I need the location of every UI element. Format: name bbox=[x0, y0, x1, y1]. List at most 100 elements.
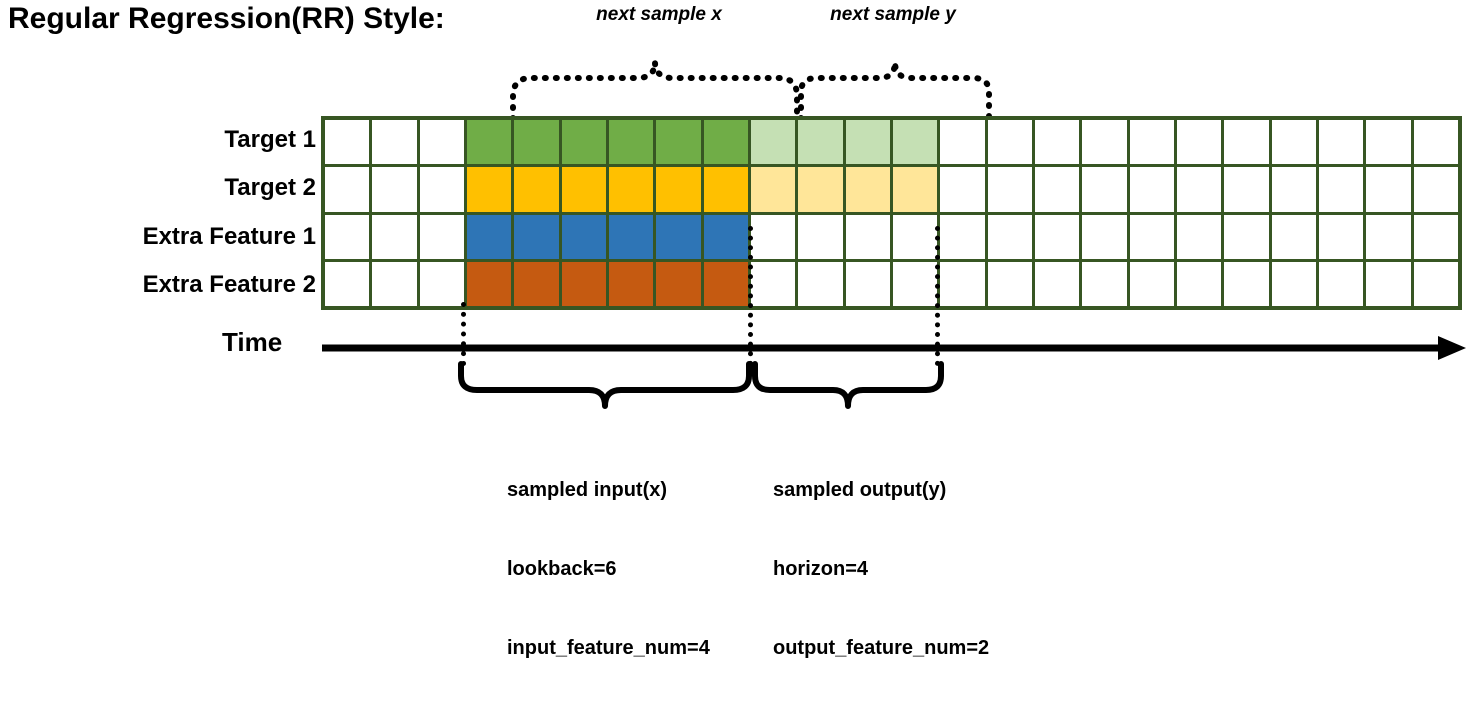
grid-cell-r4-c20 bbox=[1224, 261, 1269, 306]
caption-sampled-output: sampled output(y) horizon=4 output_featu… bbox=[773, 424, 989, 714]
row-label-target-2: Target 2 bbox=[224, 174, 316, 201]
grid-cell-r4-c15 bbox=[987, 261, 1032, 306]
grid-cell-r4-c22 bbox=[1318, 261, 1364, 306]
grid-cell-r2-c11 bbox=[798, 167, 843, 212]
grid-cell-r2-c2 bbox=[372, 167, 417, 212]
row-label-extra-feature-1: Extra Feature 1 bbox=[142, 223, 316, 250]
grid-cell-r3-c23 bbox=[1366, 214, 1411, 259]
grid-cell-r4-c4 bbox=[466, 261, 512, 306]
dotted-brace-next-sample-y bbox=[798, 61, 992, 122]
annotation-next-sample-x: next sample x bbox=[596, 4, 722, 25]
grid-cell-r2-c3 bbox=[419, 167, 464, 212]
grid-cell-r1-c8 bbox=[656, 120, 701, 165]
dotted-guide-horizon-end bbox=[935, 226, 940, 366]
grid-cell-r1-c18 bbox=[1129, 120, 1174, 165]
grid-cell-r2-c12 bbox=[845, 167, 890, 212]
grid-cell-r3-c3 bbox=[419, 214, 464, 259]
grid-cell-r2-c16 bbox=[1034, 167, 1080, 212]
caption-output-line-1: sampled output(y) bbox=[773, 478, 947, 501]
grid-cell-r2-c9 bbox=[703, 167, 748, 212]
grid-cell-r4-c8 bbox=[656, 261, 701, 306]
timeline-grid bbox=[321, 116, 1462, 310]
grid-cell-r4-c12 bbox=[845, 261, 890, 306]
grid-cell-r4-c3 bbox=[419, 261, 464, 306]
grid-cell-r4-c6 bbox=[561, 261, 606, 306]
grid-cell-r1-c20 bbox=[1224, 120, 1269, 165]
row-label-extra-feature-2: Extra Feature 2 bbox=[142, 271, 316, 298]
grid-cell-r2-c5 bbox=[514, 167, 559, 212]
grid-cell-r4-c1 bbox=[325, 261, 370, 306]
grid-cell-r4-c14 bbox=[940, 261, 985, 306]
dotted-guide-lookback-start bbox=[461, 302, 466, 366]
grid-cell-r2-c15 bbox=[987, 167, 1032, 212]
grid-cell-r1-c9 bbox=[703, 120, 748, 165]
grid-cell-r4-c21 bbox=[1271, 261, 1316, 306]
grid-cell-r4-c19 bbox=[1176, 261, 1222, 306]
grid-cell-r1-c6 bbox=[561, 120, 606, 165]
annotation-next-sample-y: next sample y bbox=[830, 4, 956, 25]
grid-cell-r1-c10 bbox=[750, 120, 796, 165]
caption-input-line-2: lookback=6 bbox=[507, 557, 617, 580]
grid-cell-r2-c14 bbox=[940, 167, 985, 212]
page-title: Regular Regression(RR) Style: bbox=[8, 2, 445, 35]
grid-cell-r1-c24 bbox=[1413, 120, 1458, 165]
diagram-canvas: Regular Regression(RR) Style: next sampl… bbox=[8, 2, 1466, 659]
grid-cell-r3-c21 bbox=[1271, 214, 1316, 259]
grid-cell-r3-c6 bbox=[561, 214, 606, 259]
grid-cell-r2-c24 bbox=[1413, 167, 1458, 212]
grid-cell-r1-c11 bbox=[798, 120, 843, 165]
time-axis-label: Time bbox=[222, 327, 283, 357]
grid-cell-r3-c10 bbox=[750, 214, 796, 259]
caption-sampled-input: sampled input(x) lookback=6 input_featur… bbox=[507, 424, 710, 714]
grid-cell-r3-c14 bbox=[940, 214, 985, 259]
grid-cell-r4-c11 bbox=[798, 261, 843, 306]
grid-cell-r1-c15 bbox=[987, 120, 1032, 165]
grid-cell-r2-c8 bbox=[656, 167, 701, 212]
caption-input-line-3: input_feature_num=4 bbox=[507, 637, 710, 660]
grid-cell-r1-c14 bbox=[940, 120, 985, 165]
grid-cell-r1-c5 bbox=[514, 120, 559, 165]
caption-output-line-3: output_feature_num=2 bbox=[773, 637, 990, 660]
grid-cell-r3-c22 bbox=[1318, 214, 1364, 259]
grid-cell-r2-c1 bbox=[325, 167, 370, 212]
grid-cell-r1-c12 bbox=[845, 120, 890, 165]
grid-cell-r3-c17 bbox=[1082, 214, 1127, 259]
grid-cell-r1-c22 bbox=[1318, 120, 1364, 165]
grid-cell-r3-c18 bbox=[1129, 214, 1174, 259]
grid-cell-r1-c16 bbox=[1034, 120, 1080, 165]
grid-cell-r4-c23 bbox=[1366, 261, 1411, 306]
grid-cell-r3-c20 bbox=[1224, 214, 1269, 259]
solid-brace-sampled-output bbox=[752, 361, 944, 409]
grid-cell-r1-c19 bbox=[1176, 120, 1222, 165]
grid-cell-r3-c15 bbox=[987, 214, 1032, 259]
grid-cell-r4-c2 bbox=[372, 261, 417, 306]
grid-cell-r2-c19 bbox=[1176, 167, 1222, 212]
dotted-brace-next-sample-x bbox=[510, 61, 800, 122]
dotted-guide-lookback-end bbox=[748, 226, 753, 366]
grid-cell-r1-c13 bbox=[892, 120, 938, 165]
caption-input-line-1: sampled input(x) bbox=[507, 478, 668, 501]
grid-cell-r3-c13 bbox=[892, 214, 938, 259]
grid-cell-r3-c16 bbox=[1034, 214, 1080, 259]
grid-cell-r2-c20 bbox=[1224, 167, 1269, 212]
grid-cell-r3-c7 bbox=[608, 214, 654, 259]
grid-cell-r3-c8 bbox=[656, 214, 701, 259]
grid-cell-r1-c1 bbox=[325, 120, 370, 165]
grid-cell-r3-c12 bbox=[845, 214, 890, 259]
grid-cell-r3-c1 bbox=[325, 214, 370, 259]
grid-cell-r1-c4 bbox=[466, 120, 512, 165]
grid-cell-r3-c19 bbox=[1176, 214, 1222, 259]
grid-cell-r4-c24 bbox=[1413, 261, 1458, 306]
grid-cell-r4-c5 bbox=[514, 261, 559, 306]
grid-cell-r2-c23 bbox=[1366, 167, 1411, 212]
grid-cell-r3-c9 bbox=[703, 214, 748, 259]
solid-brace-sampled-input bbox=[458, 361, 752, 409]
grid-cell-r3-c2 bbox=[372, 214, 417, 259]
grid-cell-r3-c5 bbox=[514, 214, 559, 259]
grid-cell-r3-c11 bbox=[798, 214, 843, 259]
grid-cell-r2-c4 bbox=[466, 167, 512, 212]
grid-cell-r2-c18 bbox=[1129, 167, 1174, 212]
grid-cell-r2-c21 bbox=[1271, 167, 1316, 212]
grid-cell-r2-c22 bbox=[1318, 167, 1364, 212]
grid-cell-r4-c9 bbox=[703, 261, 748, 306]
